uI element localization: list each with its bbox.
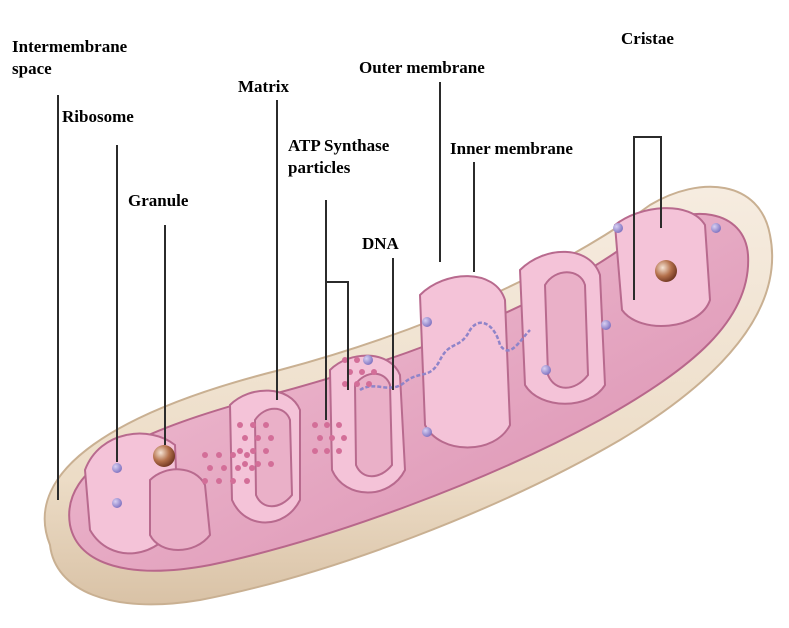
atp-synthase-dot	[324, 448, 330, 454]
atp-synthase-dot	[341, 435, 347, 441]
ribosome-dot	[711, 223, 721, 233]
atp-synthase-dot	[336, 448, 342, 454]
atp-synthase-dot	[371, 369, 377, 375]
atp-synthase-dot	[366, 381, 372, 387]
intermembrane-space-label-line1: Intermembrane	[12, 36, 127, 58]
atp-synthase-dot	[216, 478, 222, 484]
matrix-label: Matrix	[238, 76, 289, 98]
atp-synthase-dot	[324, 422, 330, 428]
atp-synthase-dot	[263, 448, 269, 454]
atp-synthase-dot	[242, 461, 248, 467]
atp-synthase-dot	[255, 461, 261, 467]
atp-synthase-dot	[237, 448, 243, 454]
atp-synthase-dot	[207, 465, 213, 471]
granule-sphere	[153, 445, 175, 467]
atp-synthase-dot	[359, 369, 365, 375]
granule-sphere	[655, 260, 677, 282]
atp-synthase-dot	[249, 465, 255, 471]
ribosome-dot	[112, 498, 122, 508]
atp-synthase-label-line2: particles	[288, 157, 389, 179]
atp-synthase-dot	[221, 465, 227, 471]
ribosome-dot	[541, 365, 551, 375]
ribosome-dot	[422, 317, 432, 327]
atp-synthase-dot	[216, 452, 222, 458]
atp-synthase-dot	[312, 448, 318, 454]
atp-synthase-dot	[230, 478, 236, 484]
dna-label: DNA	[362, 233, 399, 255]
intermembrane-space-label-line2: space	[12, 58, 127, 80]
atp-synthase-dot	[317, 435, 323, 441]
atp-synthase-dot	[230, 452, 236, 458]
atp-synthase-dot	[202, 478, 208, 484]
atp-synthase-dot	[235, 465, 241, 471]
outer-membrane-label: Outer membrane	[359, 57, 485, 79]
cristae-label: Cristae	[621, 28, 674, 50]
atp-synthase-dot	[242, 435, 248, 441]
atp-synthase-dot	[244, 452, 250, 458]
ribosome-dot	[601, 320, 611, 330]
atp-synthase-dot	[354, 381, 360, 387]
atp-synthase-dot	[268, 461, 274, 467]
atp-synthase-dot	[250, 422, 256, 428]
atp-synthase-dot	[244, 478, 250, 484]
atp-synthase-dot	[255, 435, 261, 441]
atp-synthase-dot	[329, 435, 335, 441]
ribosome-label: Ribosome	[62, 106, 134, 128]
ribosome-dot	[422, 427, 432, 437]
atp-synthase-dot	[336, 422, 342, 428]
atp-synthase-dot	[354, 357, 360, 363]
atp-synthase-label: ATP Synthase particles	[288, 135, 389, 179]
ribosome-dot	[112, 463, 122, 473]
granule-label: Granule	[128, 190, 188, 212]
atp-synthase-dot	[250, 448, 256, 454]
atp-synthase-label-line1: ATP Synthase	[288, 135, 389, 157]
intermembrane-space-label: Intermembrane space	[12, 36, 127, 80]
ribosome-dot	[363, 355, 373, 365]
atp-synthase-dot	[263, 422, 269, 428]
atp-synthase-dot	[268, 435, 274, 441]
ribosome-dot	[613, 223, 623, 233]
atp-synthase-dot	[202, 452, 208, 458]
atp-synthase-dot	[312, 422, 318, 428]
atp-synthase-dot	[237, 422, 243, 428]
inner-membrane-label: Inner membrane	[450, 138, 573, 160]
